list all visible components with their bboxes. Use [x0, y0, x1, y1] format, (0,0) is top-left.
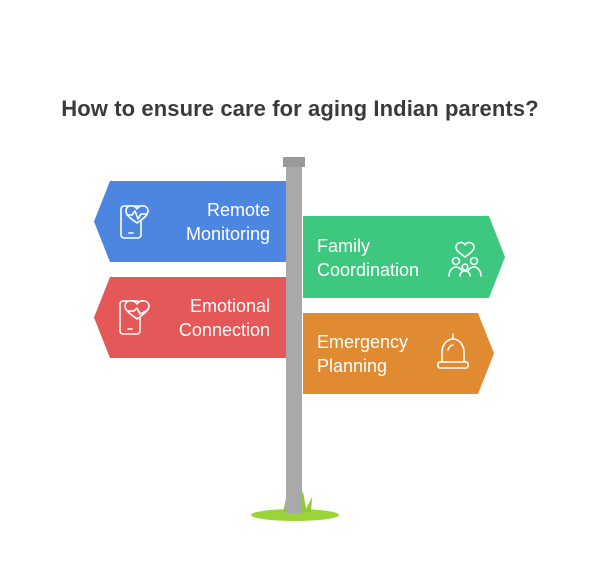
sign-remote-monitoring-line1: Remote: [207, 200, 270, 220]
sign-emergency-planning-line2: Planning: [317, 356, 387, 376]
sign-emotional-connection: Emotional Connection: [94, 277, 286, 358]
sign-emotional-connection-line2: Connection: [179, 320, 270, 340]
sign-emotional-connection-line1: Emotional: [190, 296, 270, 316]
phone-heartbeat-icon: [120, 205, 149, 239]
sign-emergency-planning-line1: Emergency: [317, 332, 408, 352]
sign-remote-monitoring: Remote Monitoring: [94, 181, 286, 262]
pole-cap: [283, 157, 305, 167]
family-heart-icon: [448, 241, 482, 277]
sign-family-coordination: Family Coordination: [303, 216, 505, 298]
sign-family-coordination-line2: Coordination: [317, 260, 419, 280]
phone-heart-icon: [119, 300, 150, 335]
alarm-bell-icon: [437, 333, 469, 369]
sign-remote-monitoring-line2: Monitoring: [186, 224, 270, 244]
sign-family-coordination-line1: Family: [317, 236, 370, 256]
page-title: How to ensure care for aging Indian pare…: [61, 96, 539, 121]
sign-emergency-planning: Emergency Planning: [303, 313, 494, 394]
signpost-pole: [286, 163, 302, 513]
